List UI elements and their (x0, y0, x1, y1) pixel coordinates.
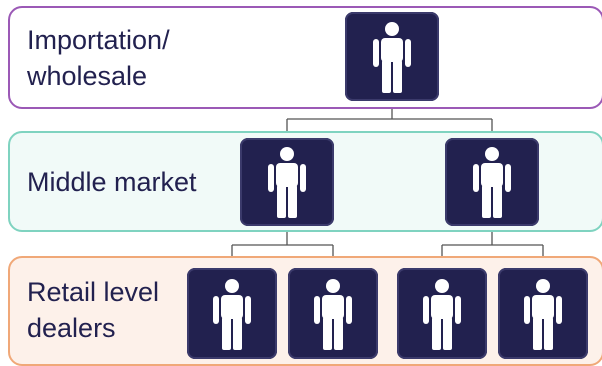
tier-importation-wholesale (8, 6, 602, 109)
node-retail-4 (498, 268, 588, 359)
node-retail-1 (187, 268, 277, 359)
node-retail-2 (288, 268, 378, 359)
person-icon (213, 278, 251, 350)
tier-label-middle-market: Middle market (27, 167, 197, 197)
person-icon (268, 147, 306, 218)
person-icon (314, 278, 352, 350)
person-icon (373, 21, 411, 93)
person-icon (473, 147, 511, 218)
tier-label-retail: Retail level dealers (27, 277, 160, 343)
person-icon (423, 278, 461, 350)
person-icon (524, 278, 562, 350)
tier-label-importation: Importation/ wholesale (27, 25, 170, 91)
node-importer (345, 12, 439, 101)
node-retail-3 (397, 268, 487, 359)
node-middle-right (445, 138, 539, 226)
node-middle-left (240, 138, 334, 226)
